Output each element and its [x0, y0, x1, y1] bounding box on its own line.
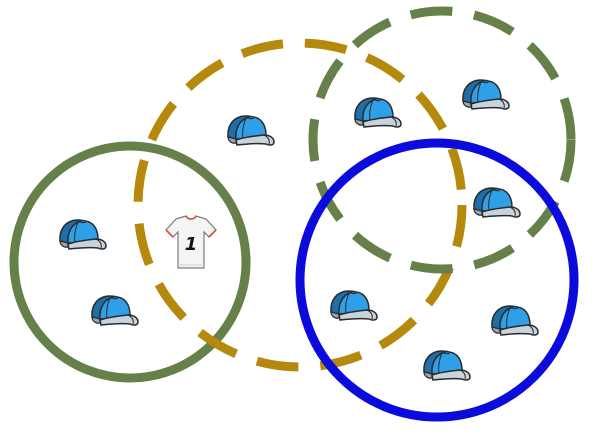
baseball-cap-icon	[91, 295, 139, 326]
jersey-icon: 1	[165, 215, 217, 269]
baseball-cap-icon	[491, 305, 539, 336]
green-dashed-circle	[308, 6, 576, 274]
caps-layer	[59, 79, 539, 381]
baseball-cap-icon	[330, 290, 378, 321]
baseball-cap-icon	[462, 79, 510, 110]
baseball-cap-icon	[423, 350, 471, 381]
baseball-cap-icon	[227, 115, 275, 146]
baseball-cap-icon	[59, 219, 107, 250]
jersey-number: 1	[185, 234, 198, 255]
baseball-cap-icon	[354, 97, 402, 128]
baseball-cap-icon	[473, 187, 521, 218]
green-solid-circle	[9, 141, 251, 383]
gold-dashed-circle	[133, 38, 467, 372]
circles-layer	[9, 6, 579, 422]
blue-solid-circle	[295, 138, 579, 422]
